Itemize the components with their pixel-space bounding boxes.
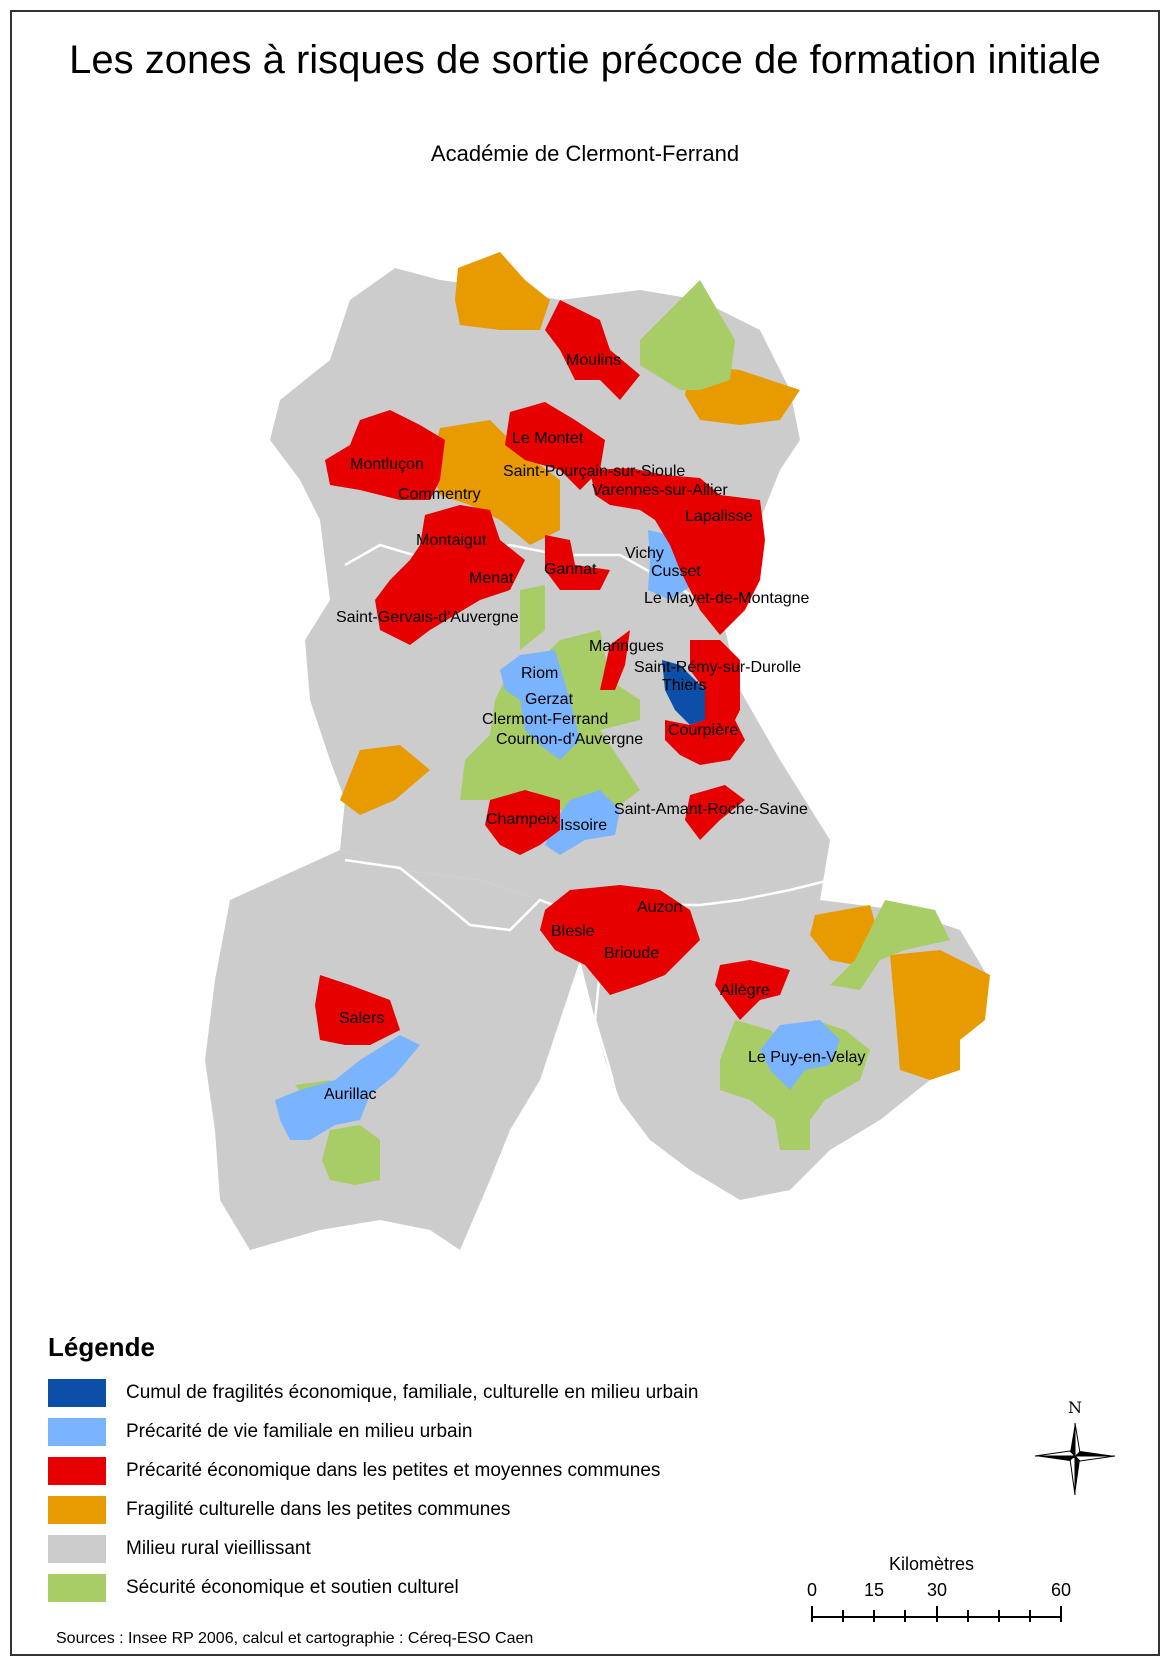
zone-fragilite-culturelle: [455, 252, 550, 330]
place-label-le-montet: Le Montet: [512, 430, 584, 447]
zone-precarite-economique: [375, 505, 525, 645]
zone-precarite-economique: [485, 790, 560, 855]
legend-label: Cumul de fragilités économique, familial…: [126, 1382, 699, 1403]
legend-swatch: [48, 1574, 106, 1602]
place-label-moulins: Moulins: [566, 352, 622, 369]
zone-fragilite-culturelle: [430, 420, 560, 545]
place-label-aurillac: Aurillac: [324, 1086, 377, 1103]
legend-label: Précarité économique dans les petites et…: [126, 1460, 661, 1481]
legend-label: Fragilité culturelle dans les petites co…: [126, 1499, 511, 1520]
legend-swatch: [48, 1379, 106, 1407]
place-label-cournon: Cournon-d'Auvergne: [496, 731, 644, 748]
zone-fragilite-culturelle: [890, 950, 990, 1080]
scale-tick-0: 0: [806, 1580, 818, 1600]
legend-swatch: [48, 1535, 106, 1563]
place-label-saint-pourcain: Saint-Pourçain-sur-Sioule: [503, 463, 686, 480]
place-label-blesle: Blesle: [551, 923, 595, 940]
place-label-salers: Salers: [339, 1010, 385, 1027]
place-label-varennes: Varennes-sur-Allier: [592, 482, 728, 499]
zone-securite-economique: [830, 900, 950, 990]
place-label-le-mayet: Le Mayet-de-Montagne: [644, 590, 810, 607]
scale-tick-30: 30: [926, 1580, 948, 1600]
zone-precarite-economique: [590, 468, 765, 635]
zone-precarite-economique: [685, 785, 745, 840]
place-label-gerzat: Gerzat: [525, 691, 574, 708]
zone-precarite-economique: [600, 630, 630, 690]
place-label-menat: Menat: [469, 570, 514, 587]
zone-precarite-economique: [315, 975, 400, 1045]
legend-swatch: [48, 1418, 106, 1446]
zone-precarite-familiale: [275, 1035, 420, 1140]
map-title: Les zones à risques de sortie précoce de…: [69, 38, 1101, 82]
place-label-gannat: Gannat: [544, 561, 597, 578]
map-subtitle: Académie de Clermont-Ferrand: [430, 141, 740, 166]
place-label-lapalisse: Lapalisse: [685, 508, 753, 525]
place-label-saint-gervais: Saint-Gervais-d'Auvergne: [336, 609, 519, 626]
zone-precarite-familiale: [500, 650, 580, 760]
place-label-montlucon: Montluçon: [350, 456, 424, 473]
place-label-commentry: Commentry: [398, 486, 481, 503]
north-label: N: [1068, 1398, 1082, 1417]
legend-title: Légende: [48, 1332, 155, 1362]
legend-item-milieu-rural: Milieu rural vieillissant: [48, 1534, 311, 1564]
zone-precarite-familiale: [545, 790, 620, 855]
zone-fragilite-culturelle: [340, 745, 430, 815]
zone-precarite-economique: [505, 402, 605, 490]
place-label-champeix: Champeix: [486, 811, 559, 828]
place-label-brioude: Brioude: [604, 945, 660, 962]
zone-securite-economique: [520, 585, 545, 650]
place-label-le-puy: Le Puy-en-Velay: [748, 1049, 866, 1066]
legend-item-precarite-economique: Précarité économique dans les petites et…: [48, 1456, 660, 1486]
place-label-clermont-ferrand: Clermont-Ferrand: [482, 711, 609, 728]
place-label-auzon: Auzon: [637, 899, 683, 916]
place-label-maringues: Maringues: [589, 638, 664, 655]
legend-swatch: [48, 1496, 106, 1524]
zone-securite-economique: [640, 280, 735, 390]
legend-item-cumul: Cumul de fragilités économique, familial…: [48, 1378, 698, 1408]
place-label-cusset: Cusset: [651, 563, 701, 580]
sources-note: Sources : Insee RP 2006, calcul et carto…: [56, 1630, 534, 1647]
place-label-thiers: Thiers: [662, 677, 707, 694]
zone-precarite-economique: [545, 535, 610, 590]
legend-label: Précarité de vie familiale en milieu urb…: [126, 1421, 473, 1442]
map-frame: [10, 10, 1160, 1656]
place-label-montaigut: Montaigut: [416, 532, 487, 549]
place-label-allegre: Allègre: [720, 982, 770, 999]
place-label-vichy: Vichy: [625, 545, 664, 562]
place-label-riom: Riom: [521, 665, 559, 682]
scale-title: Kilomètres: [889, 1554, 975, 1574]
legend-label: Milieu rural vieillissant: [126, 1538, 311, 1559]
legend-swatch: [48, 1457, 106, 1485]
zone-cumul-fragilites: [662, 660, 705, 725]
place-label-saint-amant: Saint-Amant-Roche-Savine: [614, 801, 808, 818]
zone-precarite-economique: [715, 960, 790, 1020]
legend-item-precarite-familiale: Précarité de vie familiale en milieu urb…: [48, 1417, 472, 1447]
zone-precarite-economique: [325, 410, 445, 500]
place-label-issoire: Issoire: [560, 817, 608, 834]
place-label-courpiere: Courpière: [668, 722, 739, 739]
scale-tick-60: 60: [1050, 1580, 1072, 1600]
place-label-saint-remy: Saint-Rémy-sur-Durolle: [634, 659, 802, 676]
legend-label: Sécurité économique et soutien culturel: [126, 1577, 459, 1598]
zone-precarite-economique: [540, 885, 700, 995]
zone-precarite-familiale: [760, 1020, 840, 1090]
scale-tick-15: 15: [863, 1580, 885, 1600]
zone-precarite-economique: [665, 640, 745, 765]
legend-item-fragilite-culturelle: Fragilité culturelle dans les petites co…: [48, 1495, 510, 1525]
zone-securite-economique: [322, 1125, 380, 1185]
north-arrow-icon: N: [1034, 1398, 1116, 1496]
legend-item-securite-economique: Sécurité économique et soutien culturel: [48, 1573, 459, 1603]
zone-precarite-economique: [545, 300, 640, 400]
